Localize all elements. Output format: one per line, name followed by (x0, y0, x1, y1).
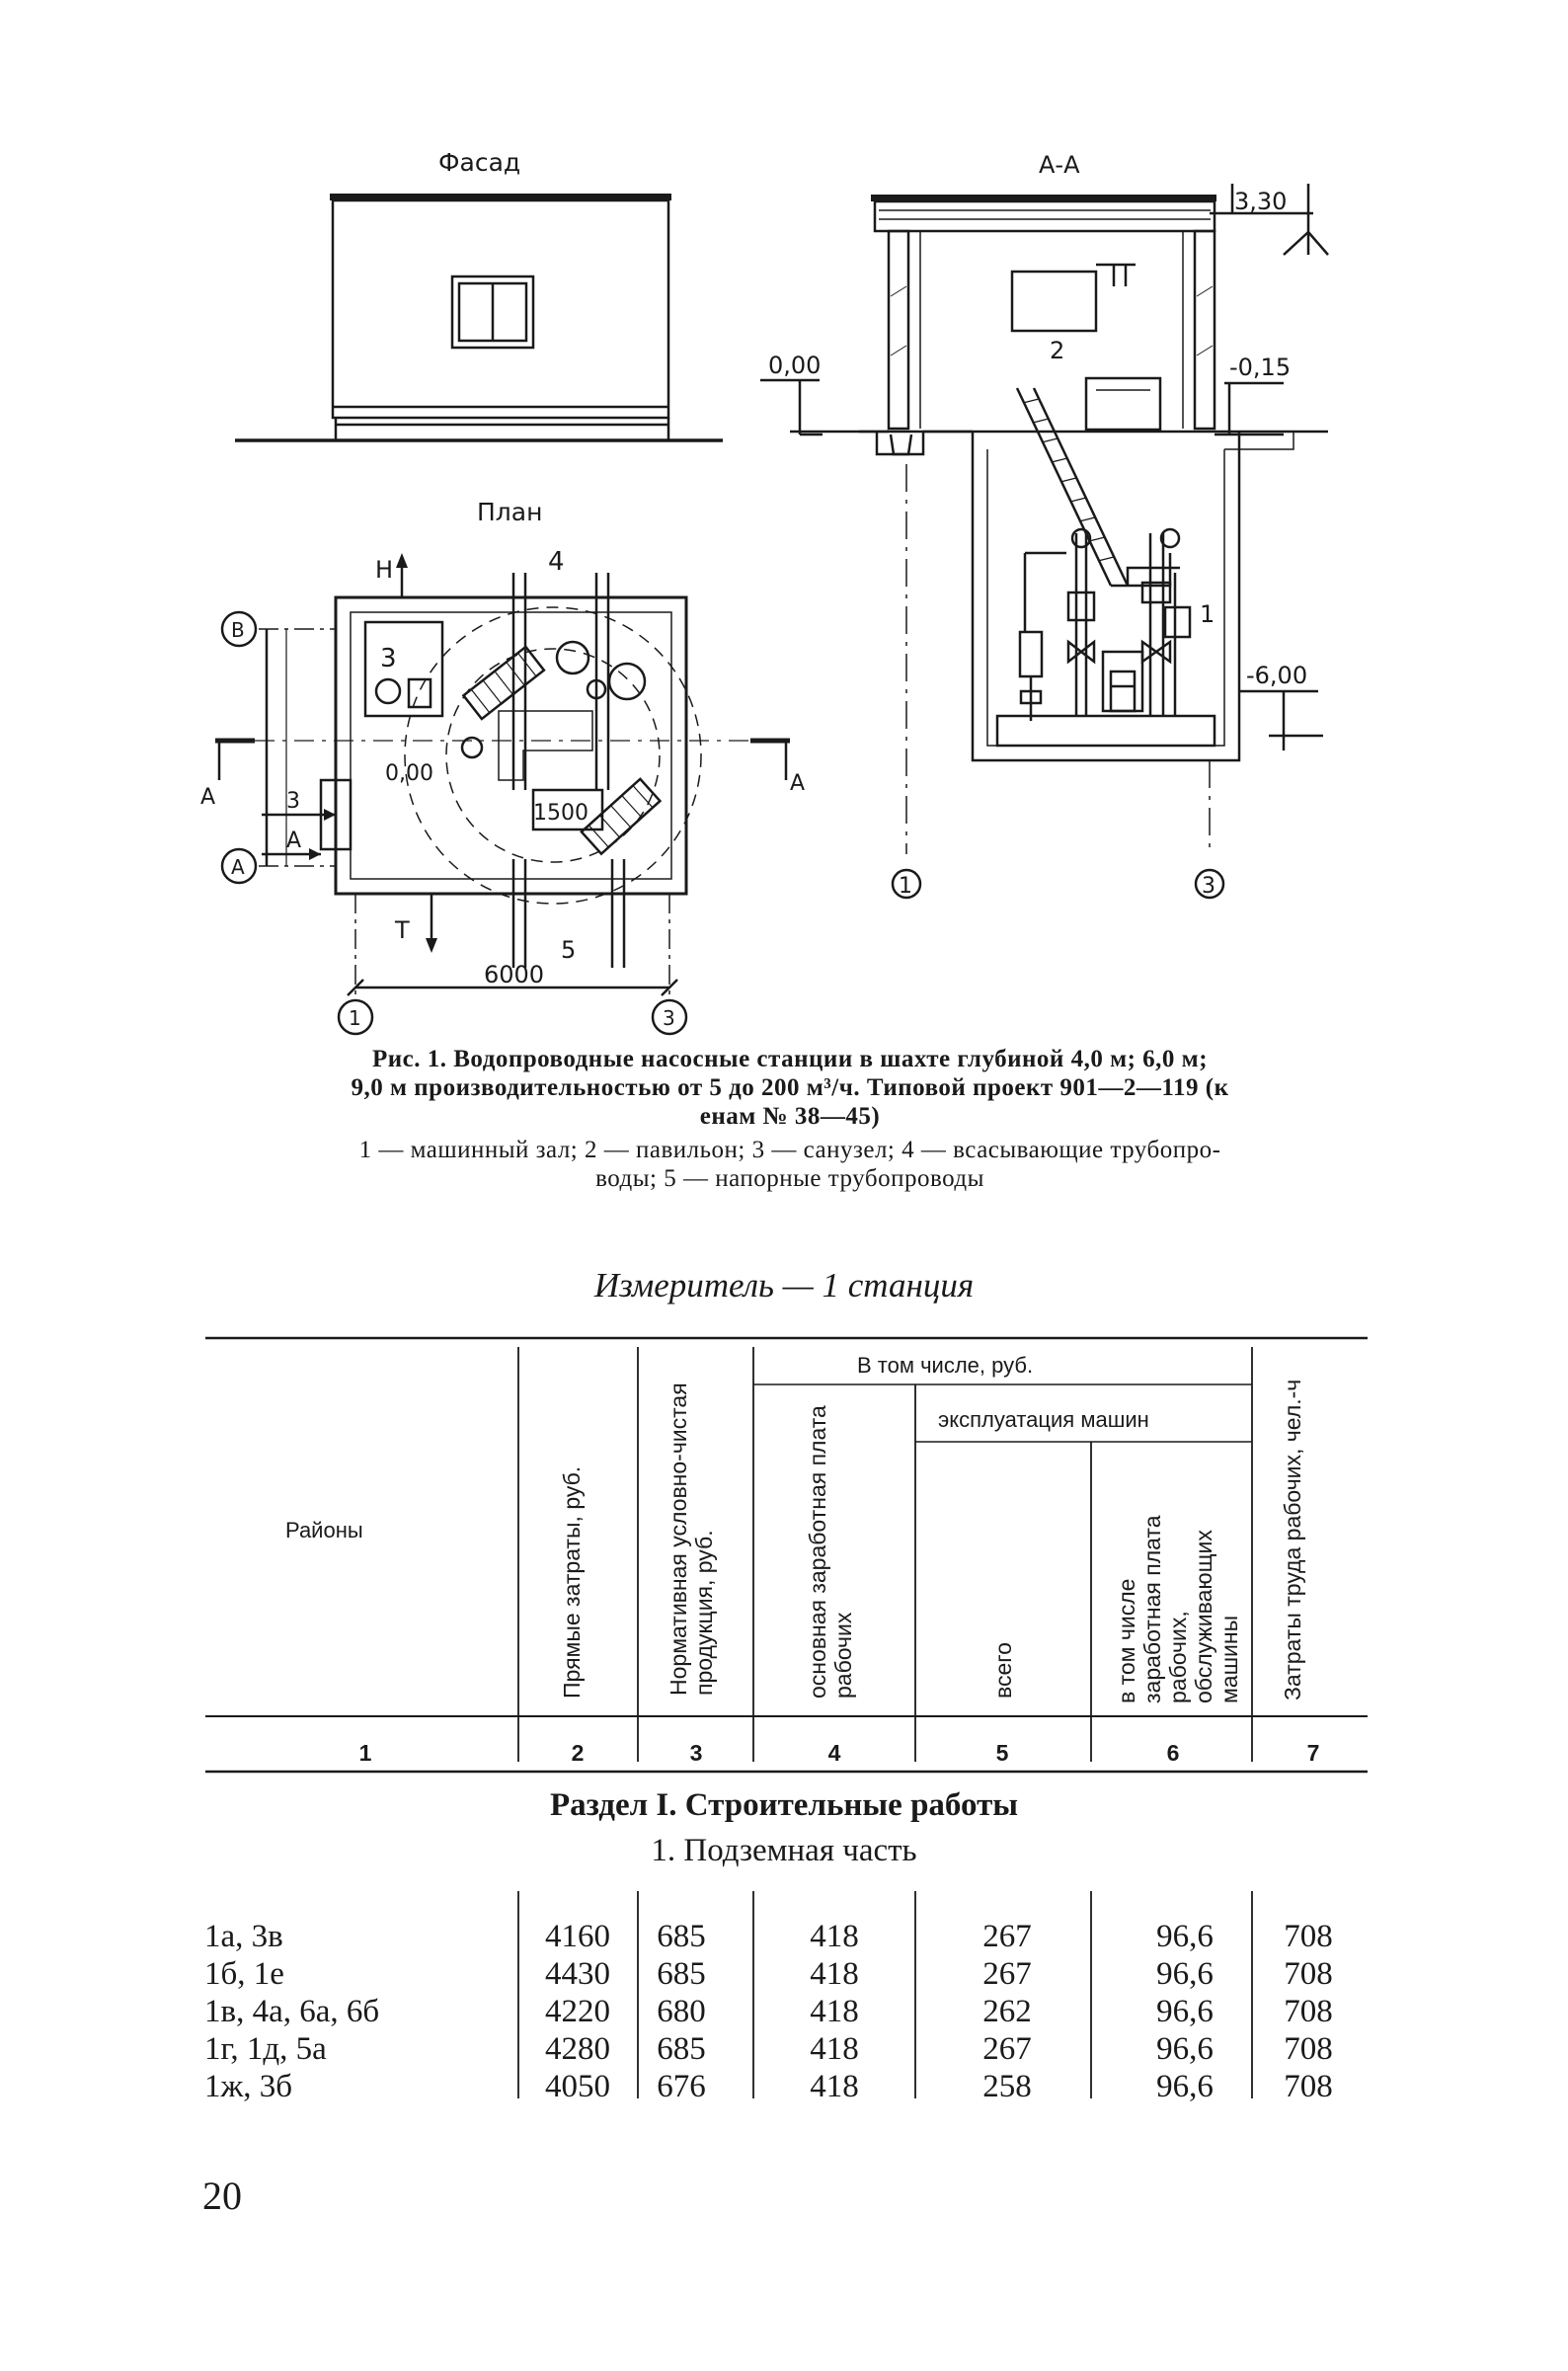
row-labor: 708 (1284, 2031, 1333, 2067)
plan-marker-4: 4 (548, 547, 565, 577)
caption-title-line-1: Рис. 1. Водопроводные насосные станции в… (371, 1046, 1209, 1072)
row-labor: 708 (1284, 1994, 1333, 2029)
row-labor: 708 (1284, 1956, 1333, 1992)
row-region: 1а, 3в (204, 1919, 283, 1954)
measure-unit: Измеритель — 1 станция (593, 1266, 975, 1304)
header-incl: В том числе, руб. (857, 1353, 1034, 1378)
row-normative: 685 (657, 1919, 706, 1954)
row-direct: 4280 (545, 2031, 610, 2067)
header-total: всего (990, 1642, 1016, 1699)
table-rules (205, 1336, 1368, 1774)
col-number-2: 2 (571, 1740, 585, 1766)
section-marker-1: 1 (1200, 600, 1215, 628)
plan-entrance-A: А (286, 829, 301, 853)
plan-drawing (215, 553, 790, 1036)
subsection-title: 1. Подземная часть (651, 1833, 917, 1868)
row-machine-wages: 96,6 (1156, 1994, 1214, 2029)
row-labor: 708 (1284, 1919, 1333, 1954)
row-normative: 676 (657, 2069, 706, 2104)
col-number-7: 7 (1306, 1740, 1320, 1766)
plan-elevation-zero: 0,00 (385, 761, 433, 786)
row-region: 1б, 1е (204, 1956, 284, 1992)
figure-drawings: Фасад (200, 148, 1329, 1036)
section-marker-2: 2 (1050, 337, 1064, 364)
row-wages: 418 (810, 1956, 859, 1992)
facade-label: Фасад (438, 148, 520, 177)
header-direct: Прямые затраты, руб. (559, 1465, 585, 1699)
figure-caption-title: Рис. 1. Водопроводные насосные станции в… (197, 1045, 1382, 1131)
row-machine-wages: 96,6 (1156, 2069, 1214, 2104)
header-regions: Районы (285, 1518, 363, 1542)
row-wages: 418 (810, 2031, 859, 2067)
elevation-zero: 0,00 (768, 352, 821, 379)
row-machine-wages: 96,6 (1156, 1956, 1214, 1992)
header-labor: Затраты труда рабочих, чел.-ч (1280, 1379, 1305, 1700)
row-region: 1ж, 3б (204, 2069, 293, 2104)
plan-label: План (477, 498, 542, 526)
row-wages: 418 (810, 1994, 859, 2029)
caption-legend-line-1: 1 — машинный зал; 2 — павильон; 3 — сану… (358, 1137, 1221, 1163)
section-drawing (760, 184, 1329, 900)
header-machines: эксплуатация машин (938, 1407, 1149, 1432)
caption-title-line-2: 9,0 м производительностью от 5 до 200 м³… (351, 1074, 1229, 1101)
row-machines-total: 262 (982, 1994, 1032, 2029)
plan-axis-B: В (231, 618, 245, 642)
col-number-1: 1 (358, 1740, 372, 1766)
page-number: 20 (202, 2173, 242, 2218)
elevation-minus-015: -0,15 (1229, 354, 1291, 381)
row-machines-total: 267 (982, 2031, 1032, 2067)
row-direct: 4220 (545, 1994, 610, 2029)
elevation-top: 3,30 (1234, 188, 1287, 215)
row-direct: 4160 (545, 1919, 610, 1954)
row-wages: 418 (810, 2069, 859, 2104)
plan-cut-right: А (790, 771, 805, 796)
plan-dim-6000: 6000 (484, 961, 544, 988)
row-labor: 708 (1284, 2069, 1333, 2104)
elevation-minus-600: -6,00 (1246, 662, 1307, 689)
row-region: 1г, 1д, 5а (204, 2031, 327, 2067)
row-direct: 4430 (545, 1956, 610, 1992)
plan-entrance-3: 3 (286, 789, 300, 814)
header-wages: основная заработная плата рабочих (805, 1405, 856, 1699)
figure-caption-legend: 1 — машинный зал; 2 — павильон; 3 — сану… (197, 1136, 1382, 1193)
section-title: Раздел I. Строительные работы (549, 1787, 1019, 1823)
plan-flow-T: Т (394, 916, 410, 944)
col-number-5: 5 (995, 1740, 1009, 1766)
row-normative: 685 (657, 2031, 706, 2067)
plan-flow-H: Н (375, 556, 393, 584)
row-region: 1в, 4а, 6а, 6б (204, 1994, 380, 2029)
row-direct: 4050 (545, 2069, 610, 2104)
row-machines-total: 267 (982, 1956, 1032, 1992)
plan-axis-A: А (231, 855, 245, 879)
row-normative: 685 (657, 1956, 706, 1992)
plan-axis-3: 3 (663, 1006, 675, 1030)
caption-legend-line-2: воды; 5 — напорные трубопроводы (595, 1165, 984, 1192)
header-normative: Нормативная условно-чистая продукция, ру… (666, 1383, 717, 1696)
data-rules (517, 1891, 1253, 2098)
row-normative: 680 (657, 1994, 706, 2029)
col-number-6: 6 (1166, 1740, 1180, 1766)
header-machine-wages: в том числе заработная плата рабочих, об… (1114, 1515, 1242, 1703)
row-wages: 418 (810, 1919, 859, 1954)
row-machines-total: 258 (982, 2069, 1032, 2104)
col-number-3: 3 (689, 1740, 703, 1766)
plan-marker-5: 5 (561, 936, 576, 964)
section-axis-3: 3 (1202, 874, 1215, 899)
plan-axis-1: 1 (349, 1006, 361, 1030)
row-machines-total: 267 (982, 1919, 1032, 1954)
caption-title-line-3: енам № 38—45) (699, 1103, 881, 1130)
plan-marker-3: 3 (380, 644, 397, 673)
section-label: А-А (1039, 151, 1080, 179)
plan-cut-left: А (200, 785, 215, 810)
facade-drawing (235, 194, 723, 442)
section-axis-1: 1 (899, 874, 912, 899)
plan-dim-1500: 1500 (533, 801, 588, 826)
col-number-4: 4 (827, 1740, 841, 1766)
row-machine-wages: 96,6 (1156, 2031, 1214, 2067)
row-machine-wages: 96,6 (1156, 1919, 1214, 1954)
